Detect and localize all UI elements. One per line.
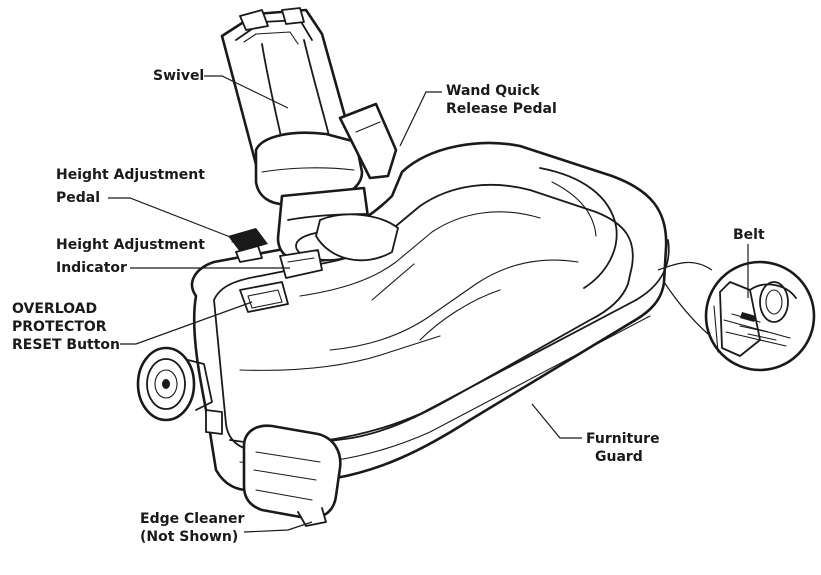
swivel-leader — [204, 75, 289, 109]
height-indicator-part — [279, 249, 323, 279]
edge-cleaner-part — [242, 424, 342, 527]
wand-quick-release-label-line1: Wand Quick — [446, 83, 540, 99]
swivel-wand — [220, 7, 399, 264]
height-adjustment-pedal — [228, 228, 268, 263]
overload-label-line1: OVERLOAD — [12, 301, 98, 317]
height-indicator-label-line1: Height Adjustment — [56, 237, 205, 253]
overload-label-line2: PROTECTOR — [12, 319, 107, 335]
leader-lines — [108, 75, 749, 533]
height-pedal-leader — [108, 197, 239, 241]
wheel — [136, 346, 223, 435]
edge-cleaner-label-line1: Edge Cleaner — [140, 511, 245, 527]
belt-inset — [657, 260, 816, 372]
edge-cleaner-label-line2: (Not Shown) — [140, 529, 239, 545]
edge-cleaner-leader — [243, 521, 313, 533]
height-indicator-label-line2: Indicator — [56, 260, 127, 276]
wand-release-leader — [399, 91, 442, 147]
overload-label-line3: RESET Button — [12, 337, 121, 353]
swivel-label: Swivel — [153, 68, 205, 84]
furniture-guard-label-line1: Furniture — [586, 431, 660, 447]
wand-quick-release-label-line2: Release Pedal — [446, 101, 557, 117]
furniture-guard-leader — [531, 403, 582, 439]
height-pedal-label-line1: Height Adjustment — [56, 167, 205, 183]
belt-label: Belt — [733, 227, 765, 243]
furniture-guard-label-line2: Guard — [595, 449, 643, 465]
overload-leader — [120, 301, 253, 345]
height-pedal-label-line2: Pedal — [56, 190, 101, 206]
